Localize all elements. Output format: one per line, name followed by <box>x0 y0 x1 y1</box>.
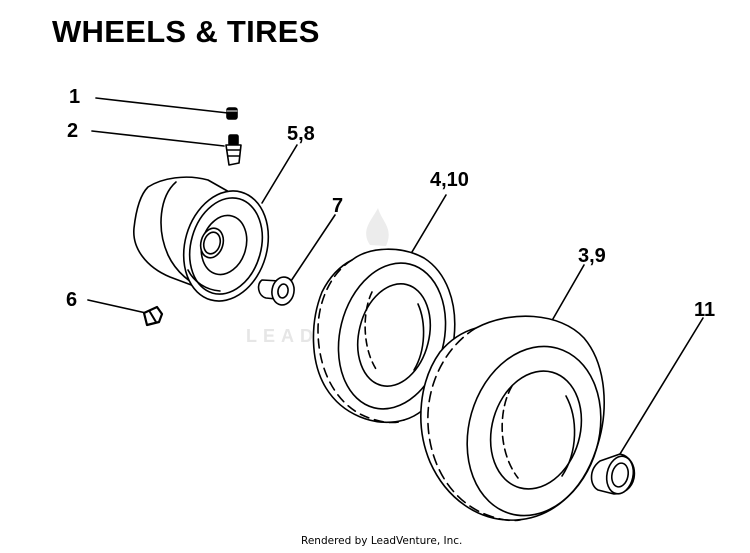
valve-cap-part <box>226 107 238 120</box>
leader-lines <box>87 97 704 455</box>
callout-1[interactable]: 1 <box>69 86 81 108</box>
callout-4-10[interactable]: 4,10 <box>430 169 469 191</box>
bolt-part <box>142 305 164 327</box>
callout-6[interactable]: 6 <box>66 289 78 311</box>
wheel-rim-part <box>133 176 270 302</box>
callout-2[interactable]: 2 <box>67 120 79 142</box>
callout-11[interactable]: 11 <box>694 299 716 321</box>
diagram-title: WHEELS & TIRES <box>52 14 320 49</box>
valve-stem-part <box>225 134 242 166</box>
callout-3-9[interactable]: 3,9 <box>578 245 606 267</box>
callout-5-8[interactable]: 5,8 <box>287 123 315 145</box>
bushing-part <box>257 276 295 306</box>
wheel-cap-part <box>590 453 636 495</box>
callout-7[interactable]: 7 <box>332 195 344 217</box>
rear-tire-part <box>420 315 605 522</box>
render-credit: Rendered by LeadVenture, Inc. <box>301 535 463 547</box>
